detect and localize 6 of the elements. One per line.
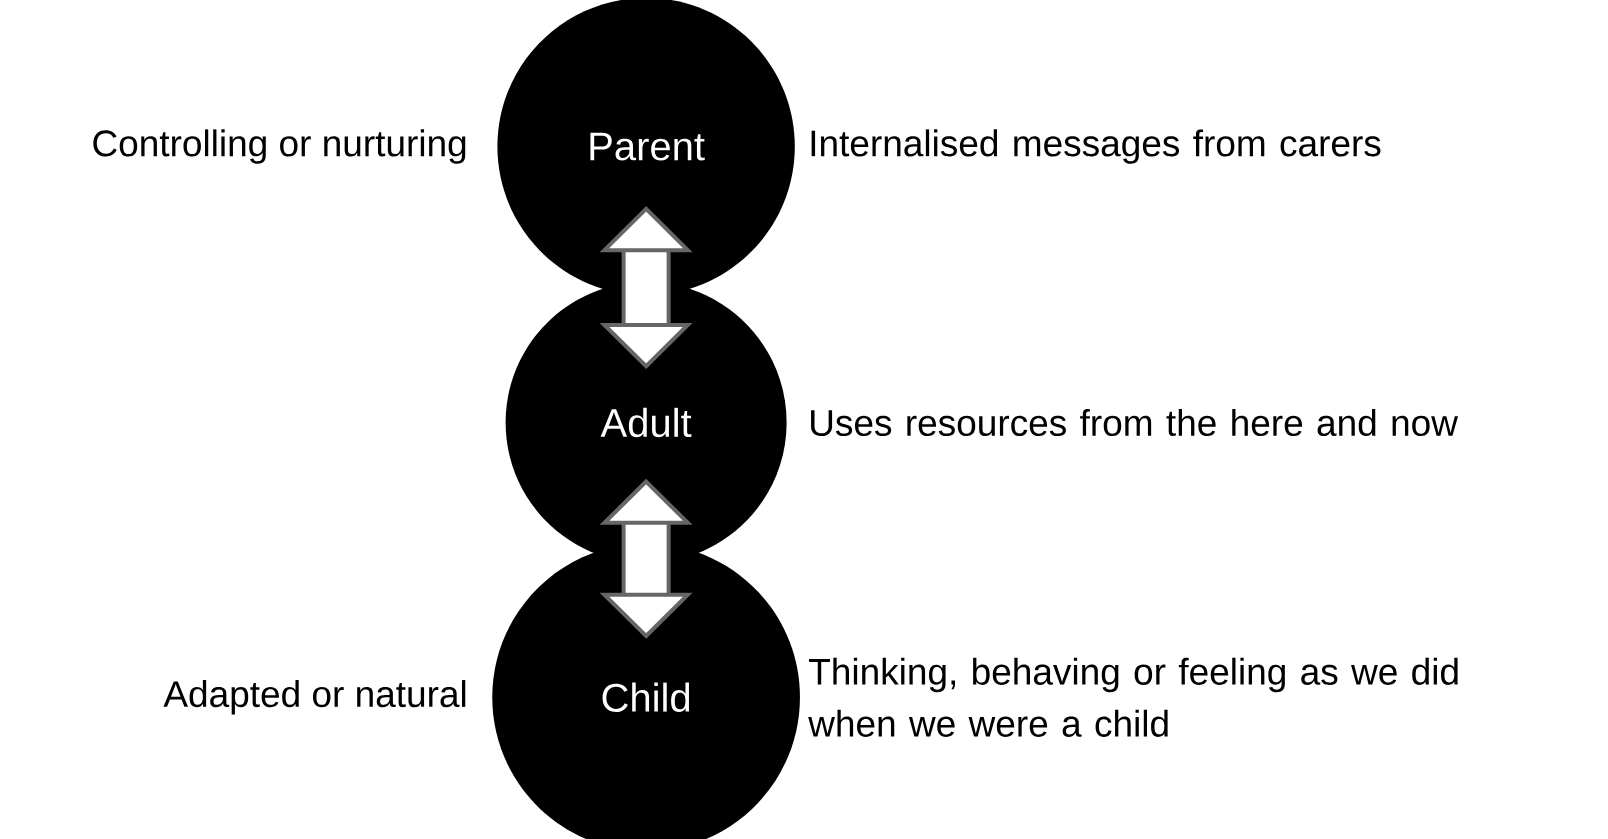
circle-node: Adult	[505, 282, 787, 563]
side-text: Internalised messages from carers	[811, 129, 1381, 164]
side-text: Thinking, behaving or feeling as we did when we were a child	[808, 657, 1458, 737]
side-text: Controlling or nurturing	[93, 129, 466, 164]
side-text: Adapted or natural	[163, 680, 466, 715]
side-text: Uses resources from the here and now	[811, 408, 1458, 437]
